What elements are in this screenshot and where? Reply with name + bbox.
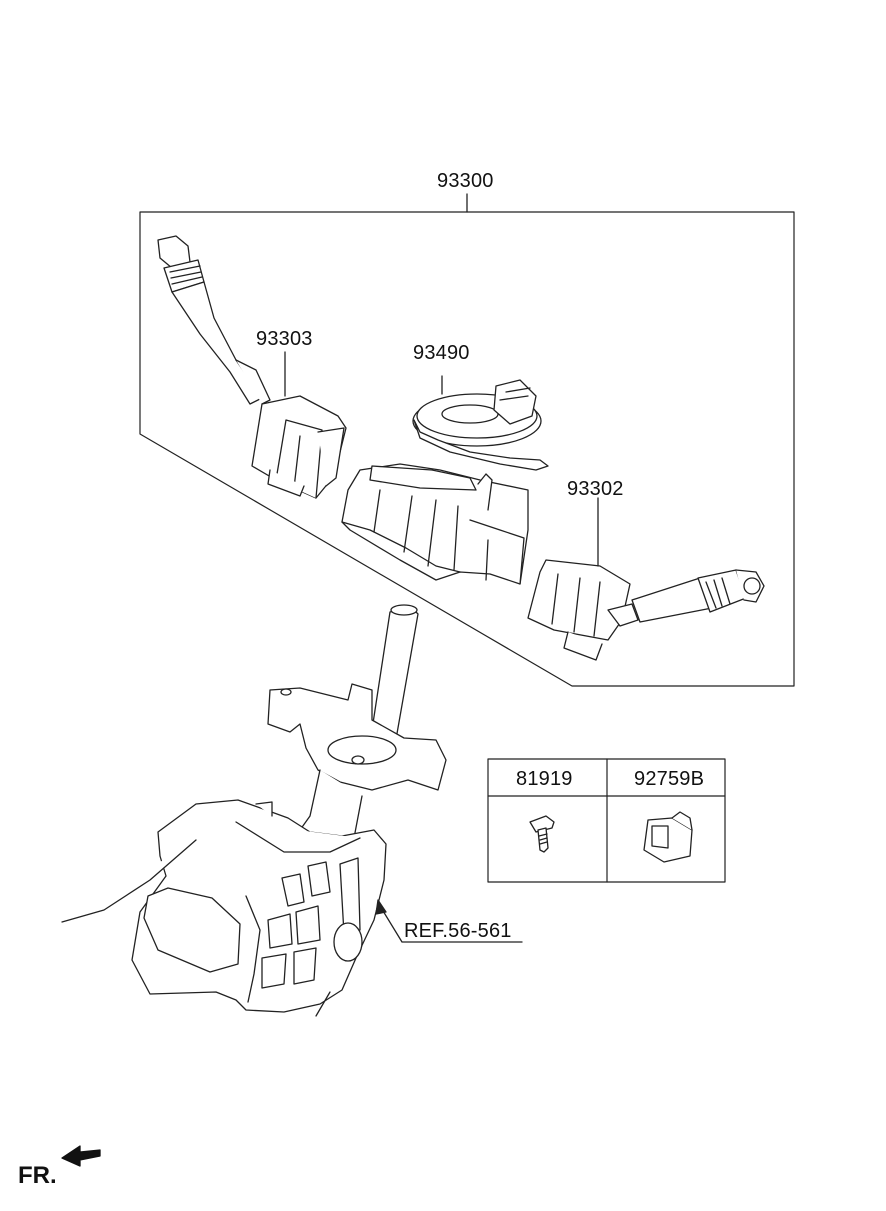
parts-table (487, 758, 726, 883)
parts-table-col1-header: 81919 (516, 768, 573, 790)
assembly-callout: 93300 (437, 170, 494, 192)
right-lever-switch (527, 559, 765, 661)
parts-table-col2-header: 92759B (634, 768, 705, 790)
reference-leader (379, 905, 523, 943)
switch-body (341, 463, 529, 585)
steering-column (61, 604, 447, 1017)
front-orientation-label: FR. (18, 1162, 57, 1189)
front-arrow-icon (61, 1145, 101, 1167)
reference-callout: REF.56-561 (404, 920, 512, 942)
clock-spring (412, 375, 549, 471)
clock-spring-callout: 93490 (413, 342, 470, 364)
clip-icon (643, 811, 693, 863)
reference-arrowhead (375, 899, 387, 915)
left-lever-switch (157, 235, 347, 499)
left-lever-callout: 93303 (256, 328, 313, 350)
screw-icon (529, 815, 555, 853)
assembly-boundary (139, 211, 795, 687)
right-lever-callout: 93302 (567, 478, 624, 500)
